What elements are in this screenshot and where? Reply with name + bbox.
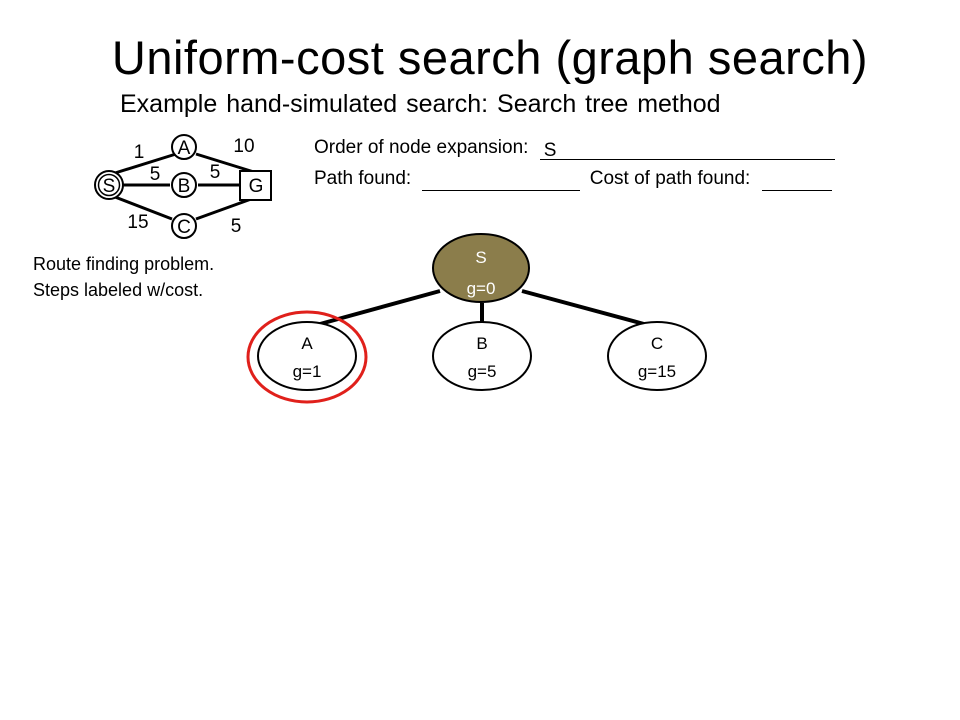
caption-line-1: Route finding problem. — [33, 254, 215, 274]
order-value: S — [543, 140, 557, 161]
problem-graph: S A B C G 1 5 15 10 5 5 — [94, 134, 272, 239]
tree-node-a — [257, 321, 357, 391]
tree-edge-s-c — [521, 289, 645, 326]
edge-s-c — [114, 195, 173, 221]
tree-node-a-cost: g=1 — [293, 362, 322, 381]
edge-cost-b-g: 5 — [210, 162, 221, 183]
page-title: Uniform-cost search (graph search) — [111, 31, 869, 84]
graph-node-b — [171, 172, 197, 198]
tree-node-s-name: S — [475, 248, 486, 267]
edge-cost-s-c: 15 — [127, 212, 148, 233]
graph-node-s-inner — [97, 173, 121, 197]
caption-line-2: Steps labeled w/cost. — [33, 280, 204, 300]
tree-node-s — [432, 233, 530, 303]
tree-node-s-cost: g=0 — [467, 279, 496, 298]
graph-node-a — [171, 134, 197, 160]
edge-s-a — [114, 152, 177, 175]
graph-node-a-label: A — [178, 138, 191, 159]
path-row: Path found: Cost of path found: — [314, 167, 832, 191]
path-blank — [422, 170, 581, 191]
graph-node-c-label: C — [177, 217, 191, 238]
page-subtitle: Example hand-simulated search: Search tr… — [120, 90, 721, 118]
order-row: Order of node expansion: S — [314, 136, 835, 161]
order-label: Order of node expansion: — [314, 137, 529, 158]
tree-node-c — [607, 321, 707, 391]
graph-node-g — [239, 170, 272, 201]
selection-ring — [246, 310, 368, 404]
search-tree: S g=0 A g=1 B g=5 C g=15 — [246, 233, 707, 404]
graph-node-g-label: G — [249, 176, 264, 197]
edge-c-g — [195, 196, 255, 221]
edge-cost-a-g: 10 — [233, 136, 254, 157]
graph-node-b-label: B — [178, 176, 191, 197]
tree-node-b-cost: g=5 — [468, 362, 497, 381]
tree-node-c-cost: g=15 — [638, 362, 676, 381]
cost-blank — [761, 170, 832, 191]
tree-node-b-name: B — [476, 334, 487, 353]
tree-node-a-name: A — [301, 334, 313, 353]
graph-node-c — [171, 213, 197, 239]
cost-label: Cost of path found: — [589, 168, 751, 189]
tree-node-b — [432, 321, 532, 391]
tree-node-c-name: C — [651, 334, 663, 353]
edge-a-g — [195, 152, 255, 174]
graph-node-s-label: S — [103, 176, 116, 197]
order-blank: S — [539, 139, 835, 161]
edge-cost-s-a: 1 — [134, 142, 145, 163]
path-label: Path found: — [314, 168, 412, 189]
problem-caption: Route finding problem. Steps labeled w/c… — [33, 251, 214, 303]
edge-cost-s-b: 5 — [150, 164, 161, 185]
edge-cost-c-g: 5 — [231, 216, 242, 237]
